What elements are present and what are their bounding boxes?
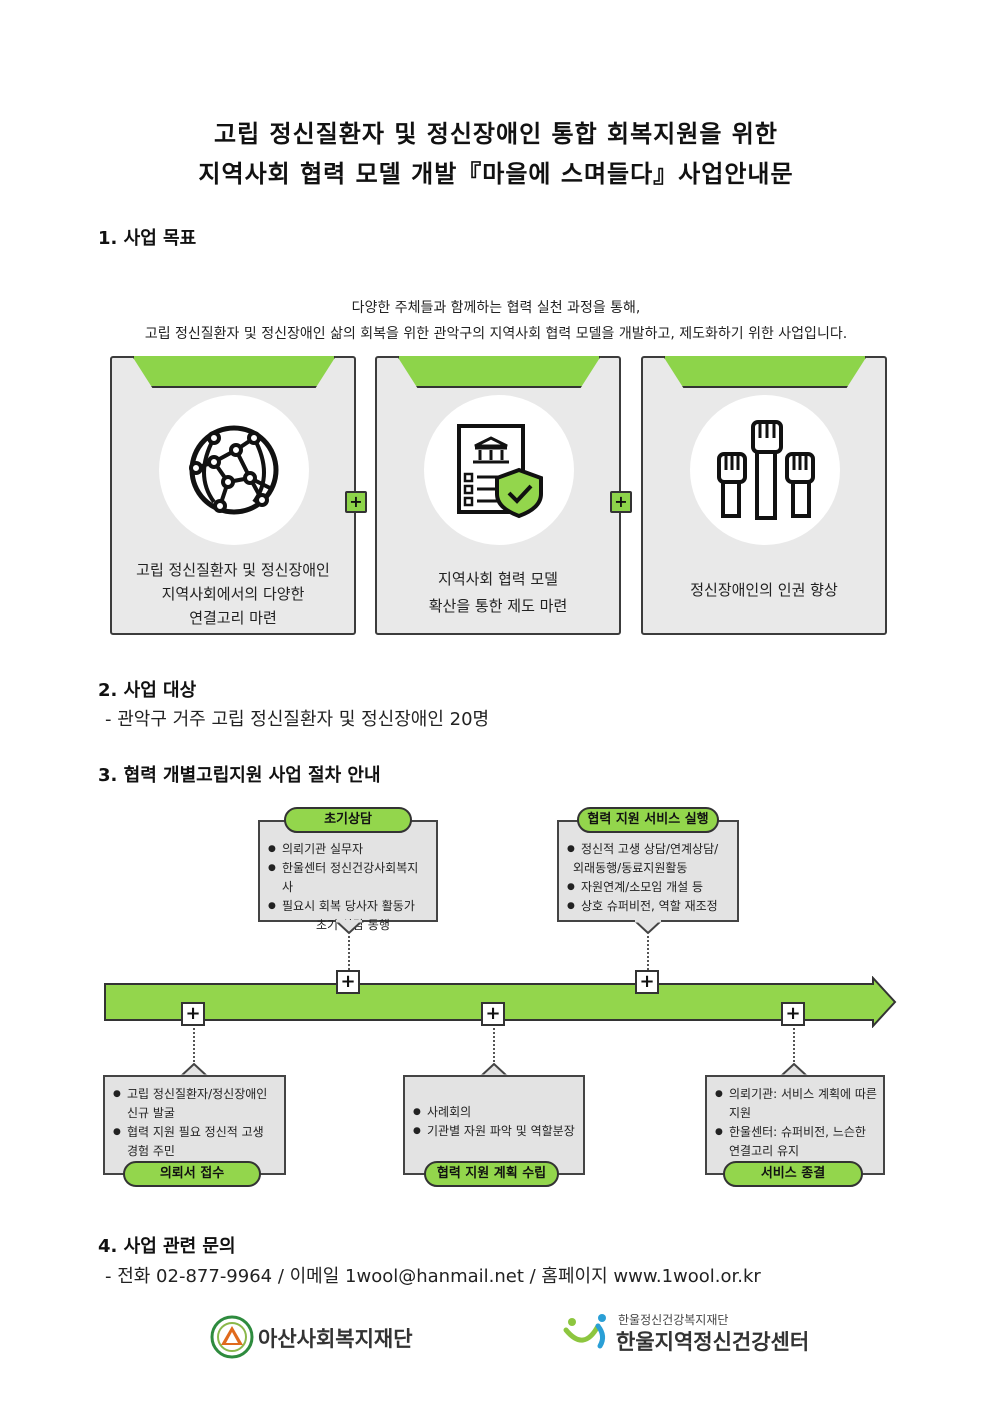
service-termination-box: 의뢰기관: 서비스 계획에 따른 지원 한울센터: 슈퍼비전, 느슨한 연결고리… [705, 1075, 885, 1175]
goal-icon-circle [424, 395, 574, 545]
contact-info: - 전화 02-877-9964 / 이메일 1wool@hanmail.net… [105, 1266, 761, 1287]
globe-network-icon [189, 425, 279, 515]
goal-card-tab [663, 356, 867, 388]
step-label-initial-consult: 초기상담 [284, 807, 412, 833]
plus-icon: + [610, 491, 632, 513]
goal-icon-circle [159, 395, 309, 545]
callout-pointer [634, 920, 662, 934]
asan-foundation-name: 아산사회복지재단 [258, 1327, 413, 1351]
plus-icon: + [345, 491, 367, 513]
hanwool-center-logo-icon [563, 1314, 606, 1349]
callout-pointer [335, 920, 363, 934]
policy-document-shield-icon [457, 424, 543, 519]
raised-fists-icon [717, 420, 815, 520]
hanwool-foundation-subtitle: 한울정신건강복지재단 [618, 1313, 729, 1327]
timeline-plus-icon: + [181, 1002, 205, 1026]
goal-card-tab [397, 356, 601, 388]
step-label-plan-establishment: 협력 지원 계획 수립 [424, 1161, 559, 1187]
goal-card-2: 지역사회 협력 모델 확산을 통한 제도 마련 [375, 356, 621, 635]
timeline-plus-icon: + [635, 970, 659, 994]
document-title-line-1: 고립 정신질환자 및 정신장애인 통합 회복지원을 위한 [214, 120, 778, 148]
goal-intro-line-2: 고립 정신질환자 및 정신장애인 삶의 회복을 위한 관악구의 지역사회 협력 … [144, 326, 848, 342]
step-label-referral-intake: 의뢰서 접수 [123, 1161, 261, 1187]
referral-intake-box: 고립 정신질환자/정신장애인 신규 발굴 협력 지원 필요 정신적 고생 경험 … [103, 1075, 286, 1175]
section-4-heading: 4. 사업 관련 문의 [98, 1236, 236, 1257]
connector-line [793, 1028, 795, 1062]
timeline-plus-icon: + [336, 970, 360, 994]
timeline-plus-icon: + [781, 1002, 805, 1026]
hanwool-center-name: 한울지역정신건강센터 [616, 1330, 810, 1354]
document-title-line-2: 지역사회 협력 모델 개발『마을에 스며들다』사업안내문 [198, 160, 794, 188]
service-execution-box: 정신적 고생 상담/연계상담/ 외래동행/동료지원활동 자원연계/소모임 개설 … [557, 820, 739, 922]
connector-line [193, 1028, 195, 1062]
target-description: - 관악구 거주 고립 정신질환자 및 정신장애인 20명 [105, 709, 490, 730]
section-1-heading: 1. 사업 목표 [98, 228, 197, 249]
initial-consult-box: 의뢰기관 실무자 한울센터 정신건강사회복지사 필요시 회복 당사자 활동가 초… [258, 820, 438, 932]
connector-line [647, 936, 649, 970]
step-label-service-termination: 서비스 종결 [723, 1161, 863, 1187]
step-label-service-execution: 협력 지원 서비스 실행 [577, 807, 719, 833]
goal-card-tab [132, 356, 336, 388]
plan-establishment-box: 사례회의 기관별 자원 파악 및 역할분장 [403, 1075, 585, 1175]
section-2-heading: 2. 사업 대상 [98, 680, 197, 701]
connector-line [348, 936, 350, 970]
section-3-heading: 3. 협력 개별고립지원 사업 절차 안내 [98, 765, 381, 786]
asan-foundation-logo-icon [210, 1315, 254, 1359]
connector-line [493, 1028, 495, 1062]
goal-card-1: 고립 정신질환자 및 정신장애인 지역사회에서의 다양한 연결고리 마련 [110, 356, 356, 635]
timeline-plus-icon: + [481, 1002, 505, 1026]
goal-intro-line-1: 다양한 주체들과 함께하는 협력 실천 과정을 통해, [351, 300, 641, 316]
goal-icon-circle [690, 395, 840, 545]
goal-card-3-text: 정신장애인의 인권 향상 [690, 581, 838, 599]
goal-card-1-text: 고립 정신질환자 및 정신장애인 지역사회에서의 다양한 연결고리 마련 [136, 561, 330, 627]
goal-card-3: 정신장애인의 인권 향상 [641, 356, 887, 635]
goal-card-2-text: 지역사회 협력 모델 확산을 통한 제도 마련 [428, 570, 568, 615]
